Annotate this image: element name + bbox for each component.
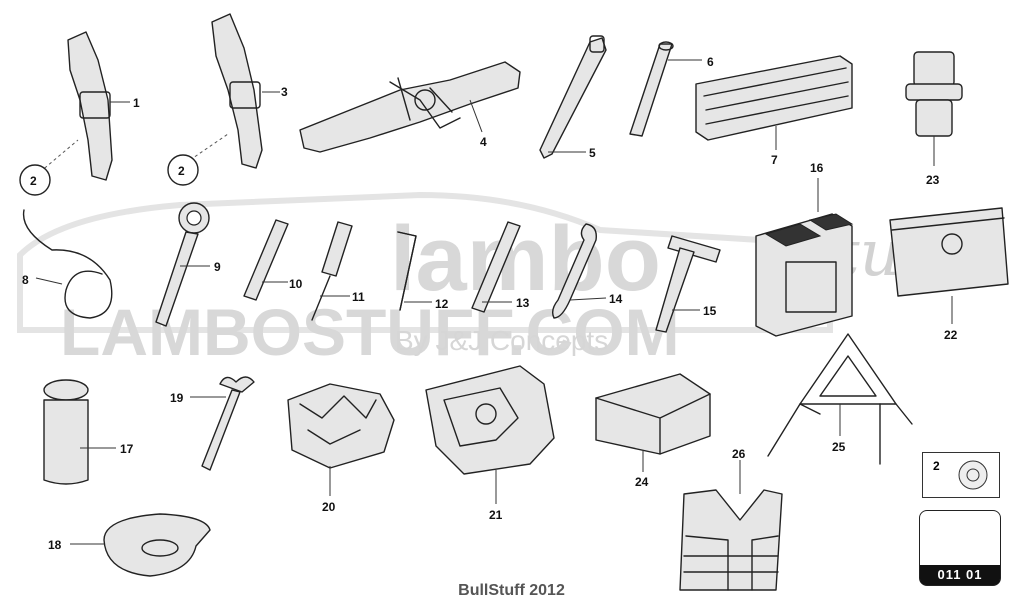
callout-25: 25	[832, 440, 846, 454]
allen-key-12	[397, 231, 432, 311]
callout-15: 15	[703, 304, 717, 318]
wing-bolt-19	[190, 376, 255, 471]
rod-10	[243, 219, 289, 301]
bottle-17	[43, 379, 116, 485]
screwdriver-11	[311, 221, 353, 321]
callout-8: 8	[22, 273, 29, 287]
callout-19: 19	[170, 391, 184, 405]
callout-21: 21	[489, 508, 503, 522]
open-wrench-14	[551, 223, 607, 319]
drawing-code: 011 01	[920, 565, 1000, 585]
callout-9: 9	[214, 260, 221, 274]
strap-part-3	[189, 13, 280, 169]
callout-16: 16	[810, 161, 824, 175]
callout-circle-2b	[167, 154, 199, 186]
callout-22: 22	[944, 328, 958, 342]
callout-1: 1	[133, 96, 140, 110]
callout-3: 3	[281, 85, 288, 99]
socket-rod-13	[471, 221, 521, 313]
battery-box-16	[755, 178, 854, 337]
reference-box: 2	[922, 452, 1000, 498]
callout-20: 20	[322, 500, 336, 514]
callout-11: 11	[352, 290, 365, 304]
callout-circle-2a	[19, 164, 51, 196]
callout-4: 4	[480, 135, 487, 149]
reference-part-icon	[958, 460, 988, 490]
tube-6	[629, 41, 702, 137]
callout-23: 23	[926, 173, 940, 187]
wire-coil-8	[22, 209, 113, 319]
t-handle-15	[655, 235, 721, 333]
mat-7	[695, 55, 853, 150]
callout-14: 14	[609, 292, 623, 306]
strap-part-1	[39, 31, 130, 181]
callout-26: 26	[732, 447, 746, 461]
reference-number: 2	[933, 459, 940, 473]
callout-12: 12	[435, 297, 449, 311]
safety-vest-26	[679, 460, 783, 591]
callout-13: 13	[516, 296, 530, 310]
wrench-9	[155, 202, 210, 327]
scissor-jack-4	[299, 61, 521, 153]
callout-5: 5	[589, 146, 596, 160]
callout-2b: 2	[178, 164, 185, 178]
callout-18: 18	[48, 538, 62, 552]
footer-credit: BullStuff 2012	[458, 582, 565, 599]
callout-7: 7	[771, 153, 778, 167]
callout-10: 10	[289, 277, 303, 291]
drawing-code-tag: 011 01	[919, 510, 1001, 586]
callout-17: 17	[120, 442, 134, 456]
rod-5	[539, 35, 607, 159]
foam-tray-20	[287, 383, 395, 496]
pouch-22	[889, 207, 1009, 324]
callout-2a: 2	[30, 174, 37, 188]
warning-triangle-25	[767, 333, 913, 465]
callout-6: 6	[707, 55, 714, 69]
box-24	[595, 373, 711, 472]
callout-24: 24	[635, 475, 649, 489]
dish-18	[70, 513, 211, 577]
bolt-adapter-23	[905, 51, 963, 166]
tool-tray-21	[425, 365, 555, 504]
